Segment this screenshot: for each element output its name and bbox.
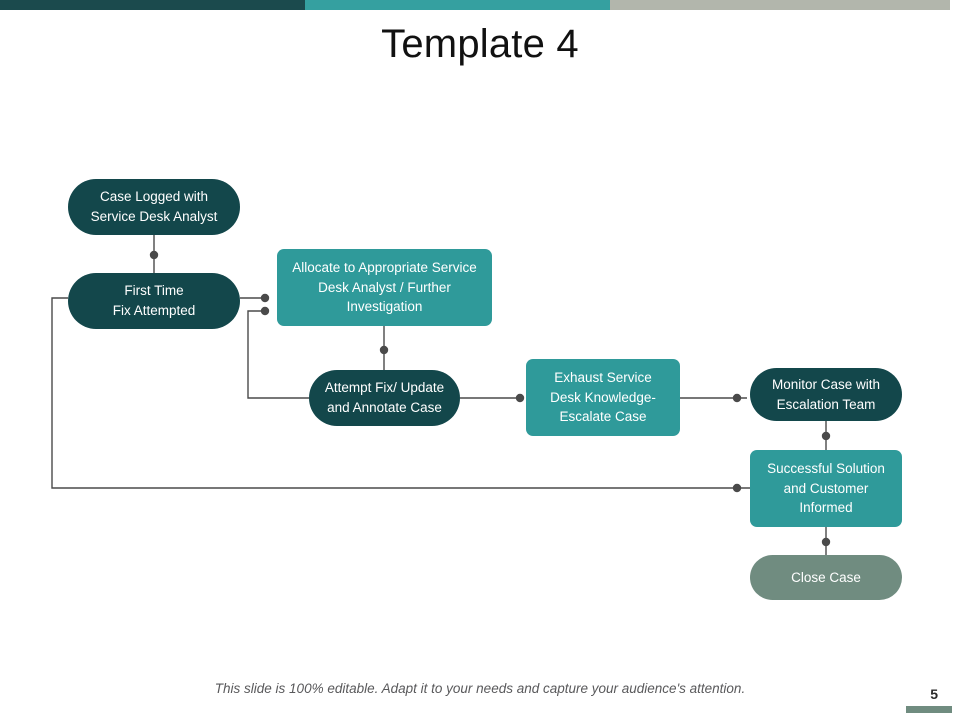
- connector-dot-monitor-to-successful: [821, 431, 831, 441]
- connector-dot-firsttime-to-allocate: [260, 293, 270, 303]
- connector-dot-attemptfix-to-exhaust: [515, 393, 525, 403]
- flow-node-case-logged[interactable]: Case Logged with Service Desk Analyst: [68, 179, 240, 235]
- flow-node-attempt-fix[interactable]: Attempt Fix/ Update and Annotate Case: [309, 370, 460, 426]
- topbar-segment-dark: [0, 0, 305, 10]
- page-number: 5: [930, 686, 938, 702]
- topbar-segment-teal: [305, 0, 610, 10]
- flow-node-exhaust-knowledge[interactable]: Exhaust Service Desk Knowledge- Escalate…: [526, 359, 680, 436]
- connector-dot-allocate-to-attemptfix-elbow: [260, 306, 270, 316]
- page-title: Template 4: [381, 22, 579, 66]
- flow-node-first-time-fix[interactable]: First Time Fix Attempted: [68, 273, 240, 329]
- flow-node-successful-solution[interactable]: Successful Solution and Customer Informe…: [750, 450, 902, 527]
- connector-dot-feedback-loop: [732, 483, 742, 493]
- flow-node-monitor-case[interactable]: Monitor Case with Escalation Team: [750, 368, 902, 421]
- connector-dot-logged-to-firsttime: [149, 250, 159, 260]
- flow-node-allocate-analyst[interactable]: Allocate to Appropriate Service Desk Ana…: [277, 249, 492, 326]
- connector-dot-allocate-down-to-attempt: [379, 345, 389, 355]
- page-number-bar: [906, 706, 952, 713]
- connector-dot-exhaust-to-monitor: [732, 393, 742, 403]
- connector-dot-successful-to-close: [821, 537, 831, 547]
- footer-note: This slide is 100% editable. Adapt it to…: [214, 681, 746, 696]
- topbar-segment-gray: [610, 0, 950, 10]
- flow-node-close-case[interactable]: Close Case: [750, 555, 902, 600]
